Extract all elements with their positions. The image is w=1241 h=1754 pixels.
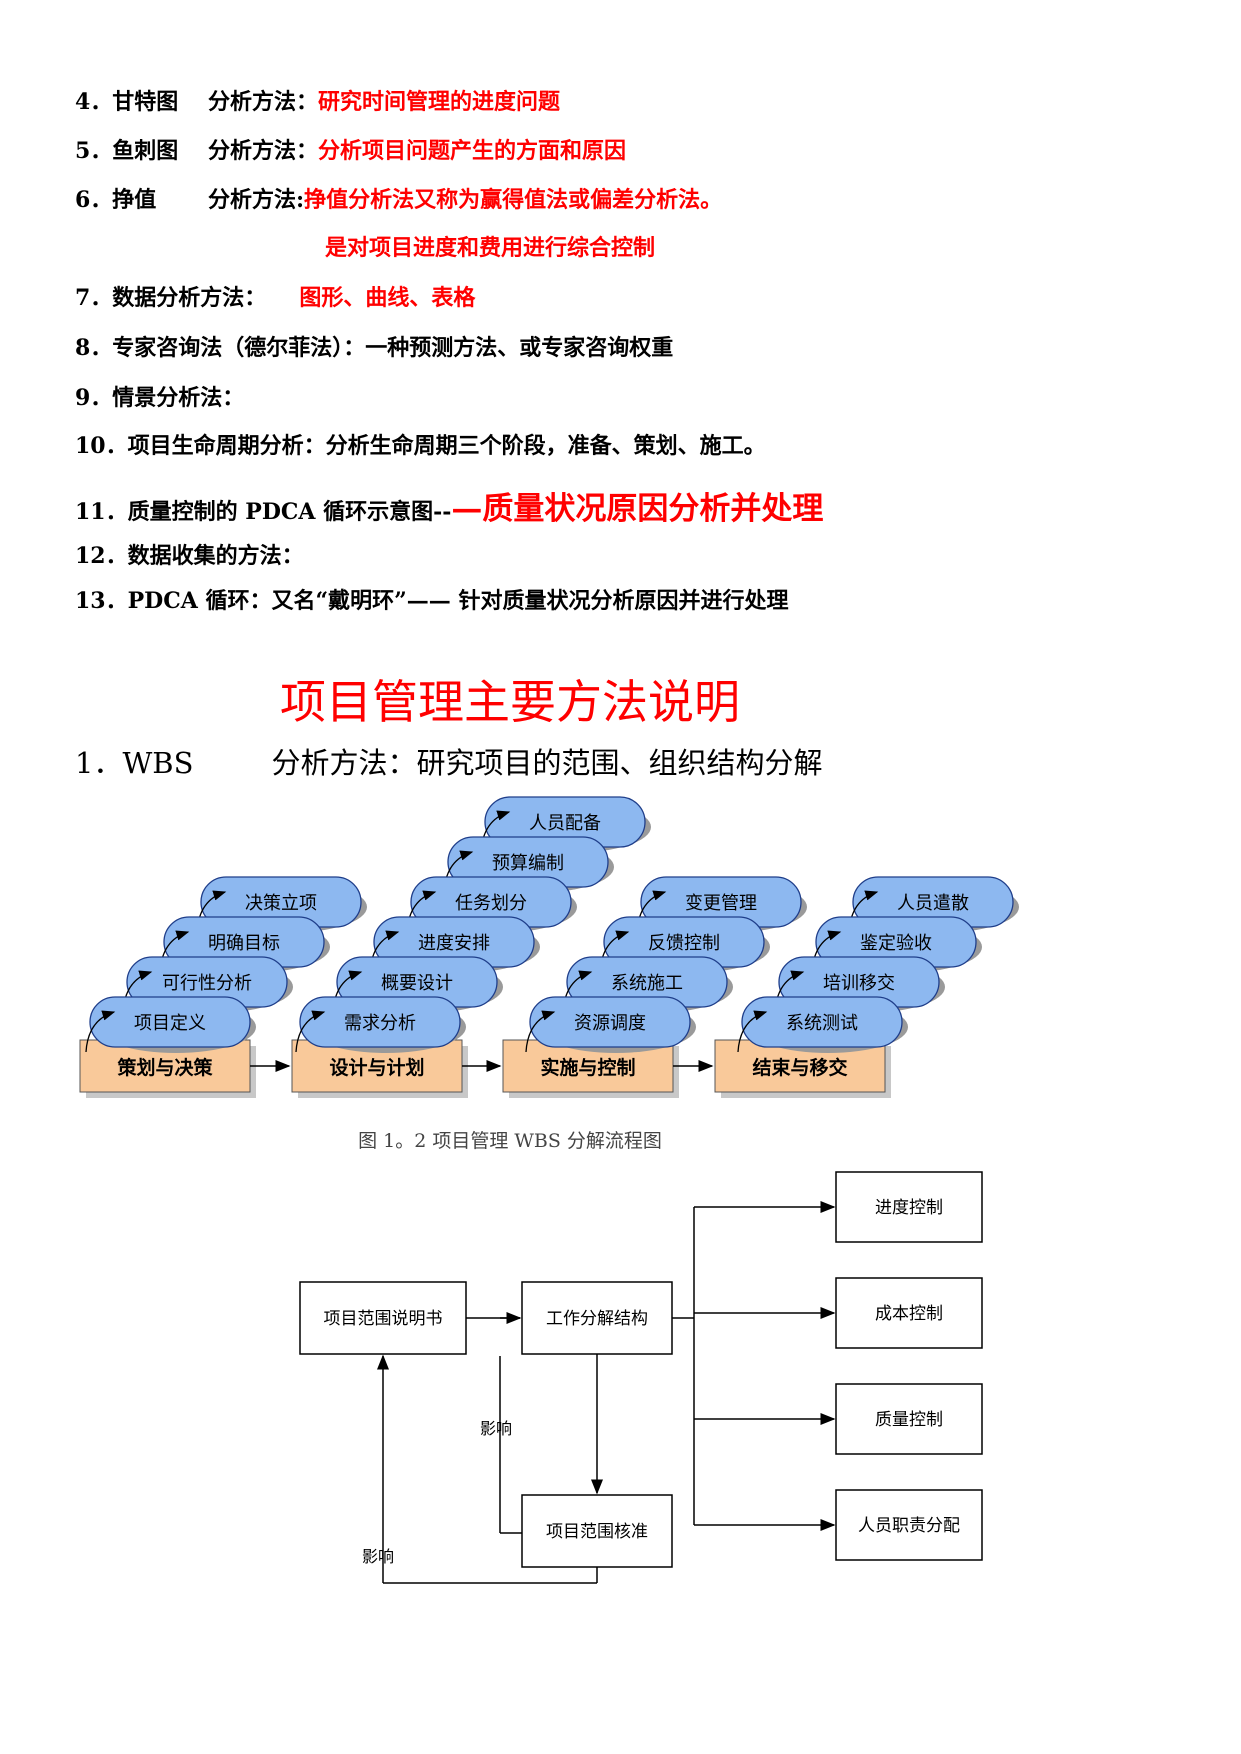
task-label: 资源调度	[574, 1013, 646, 1034]
control-box-label: 人员职责分配	[858, 1516, 960, 1536]
method-line-highlight: 研究时间管理的进度问题	[317, 89, 560, 115]
method-line-4: 是对项目进度和费用进行综合控制	[325, 230, 655, 262]
wbs-heading-text: 分析方法：研究项目的范围、组织结构分解	[271, 746, 823, 780]
control-box-label: 成本控制	[875, 1304, 943, 1324]
task-label: 人员配备	[529, 813, 601, 834]
task-label: 系统施工	[611, 973, 683, 994]
task-label: 变更管理	[685, 893, 757, 914]
task-label: 可行性分析	[162, 973, 252, 994]
wbs-box	[521, 1281, 673, 1355]
scope-statement-box	[299, 1281, 467, 1355]
method-line-6: 8．专家咨询法（德尔菲法）：一种预测方法、或专家咨询权重	[75, 330, 673, 362]
control-box	[835, 1277, 983, 1349]
method-line-5: 7．数据分析方法： 图形、曲线、表格	[75, 280, 475, 312]
task-label: 鉴定验收	[860, 933, 932, 954]
scope-statement-box-label: 项目范围说明书	[324, 1309, 443, 1329]
method-line-8: 10．项目生命周期分析：分析生命周期三个阶段，准备、策划、施工。	[75, 428, 766, 460]
method-line-3: 6．挣值 分析方法:挣值分析法又称为赢得值法或偏差分析法。	[75, 182, 722, 214]
figure-caption: 图 1。2 项目管理 WBS 分解流程图	[358, 1130, 662, 1152]
method-line-label: 12．数据收集的方法：	[75, 543, 304, 569]
task-label: 培训移交	[823, 973, 895, 994]
task-bubble	[299, 996, 461, 1048]
task-label: 明确目标	[208, 933, 280, 954]
method-line-label: 11．质量控制的 PDCA 循环示意图--	[75, 499, 452, 525]
method-line-highlight: —质量状况原因分析并处理	[451, 491, 824, 527]
task-label: 概要设计	[381, 973, 453, 994]
method-line-label: 8．专家咨询法（德尔菲法）：一种预测方法、或专家咨询权重	[75, 335, 674, 361]
control-box-label: 进度控制	[875, 1198, 943, 1218]
wbs-box-label: 工作分解结构	[546, 1309, 648, 1329]
method-line-1: 4．甘特图 分析方法：研究时间管理的进度问题	[75, 84, 560, 116]
method-line-7: 9．情景分析法：	[75, 380, 244, 412]
task-bubble	[89, 996, 251, 1048]
method-line-11: 13．PDCA 循环：又名“戴明环”—— 针对质量状况分析原因并进行处理	[75, 583, 788, 615]
task-label: 反馈控制	[648, 933, 720, 954]
task-bubble	[741, 996, 903, 1048]
method-line-label: 13．PDCA 循环：又名“戴明环”—— 针对质量状况分析原因并进行处理	[75, 588, 789, 614]
task-label: 系统测试	[786, 1013, 858, 1034]
method-line-2: 5．鱼刺图 分析方法：分析项目问题产生的方面和原因	[75, 133, 626, 165]
wbs-heading-num: 1．WBS	[75, 746, 194, 780]
control-box	[835, 1383, 983, 1455]
method-line-highlight: 图形、曲线、表格	[299, 285, 476, 311]
method-line-label: 7．数据分析方法：	[75, 285, 300, 311]
influence-label: 影响	[362, 1547, 394, 1566]
method-line-highlight: 是对项目进度和费用进行综合控制	[325, 235, 656, 261]
method-line-highlight: 分析项目问题产生的方面和原因	[317, 138, 626, 164]
method-line-10: 12．数据收集的方法：	[75, 538, 304, 570]
influence-label: 影响	[480, 1419, 512, 1438]
method-line-9: 11．质量控制的 PDCA 循环示意图--—质量状况原因分析并处理	[75, 483, 823, 528]
method-line-highlight: 挣值分析法又称为赢得值法或偏差分析法。	[304, 187, 723, 213]
phase-label: 实施与控制	[540, 1056, 635, 1079]
method-line-label: 4．甘特图 分析方法：	[75, 89, 318, 115]
control-box	[835, 1171, 983, 1243]
task-label: 进度安排	[418, 933, 490, 954]
task-label: 预算编制	[492, 853, 564, 874]
method-line-label: 5．鱼刺图 分析方法：	[75, 138, 318, 164]
phase-label: 策划与决策	[117, 1056, 213, 1079]
method-line-label: 6．挣值 分析方法:	[75, 187, 305, 213]
task-label: 人员遣散	[897, 893, 969, 914]
method-line-label: 10．项目生命周期分析：分析生命周期三个阶段，准备、策划、施工。	[75, 433, 766, 459]
task-label: 任务划分	[455, 893, 527, 914]
control-box	[835, 1489, 983, 1561]
task-label: 需求分析	[344, 1013, 416, 1034]
wbs-heading: 1．WBS 分析方法：研究项目的范围、组织结构分解	[75, 740, 822, 782]
task-label: 决策立项	[245, 893, 317, 914]
task-bubble	[529, 996, 691, 1048]
task-label: 项目定义	[134, 1013, 206, 1034]
method-line-label: 9．情景分析法：	[75, 385, 245, 411]
main-title: 项目管理主要方法说明	[280, 675, 740, 729]
scope-management-diagram: 项目范围说明书工作分解结构项目范围核准进度控制成本控制质量控制人员职责分配影响影…	[299, 1171, 983, 1584]
phase-label: 结束与移交	[752, 1056, 847, 1079]
scope-verification-box-label: 项目范围核准	[546, 1522, 648, 1542]
phase-label: 设计与计划	[329, 1056, 424, 1079]
control-box-label: 质量控制	[875, 1410, 943, 1430]
